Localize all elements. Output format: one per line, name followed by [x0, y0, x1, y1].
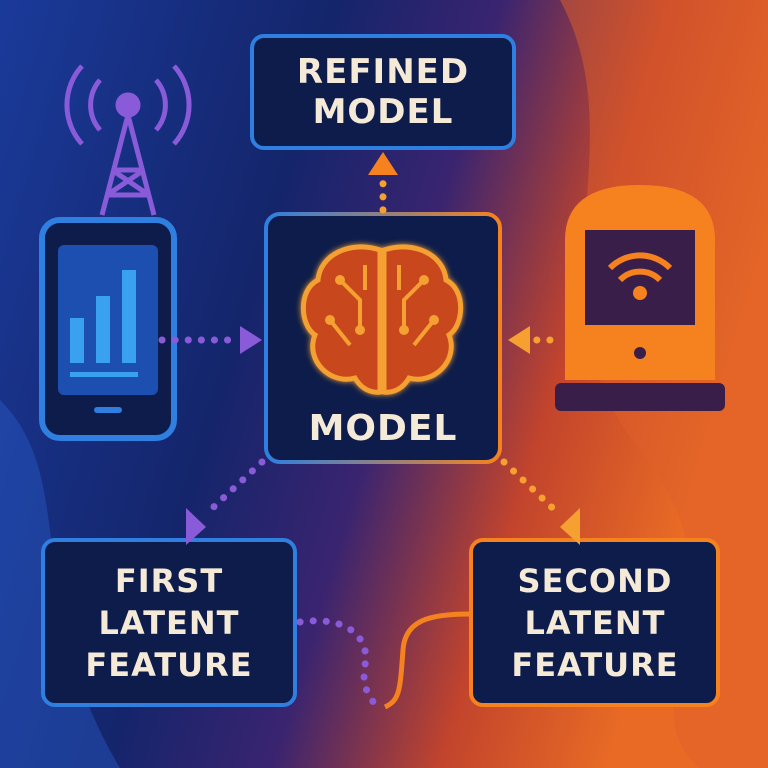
smartphone-signal-icon — [39, 217, 177, 441]
connector-first-latent — [296, 617, 382, 710]
first-latent-line3: FEATURE — [85, 646, 252, 684]
refined-model-label-line2: MODEL — [313, 92, 454, 132]
second-latent-line3: FEATURE — [511, 646, 678, 684]
first-latent-line1: FIRST — [115, 562, 223, 600]
arrow-model-to-first-latent — [201, 458, 266, 519]
model-label: MODEL — [309, 408, 458, 449]
second-latent-feature-box[interactable]: SECOND LATENT FEATURE — [469, 538, 720, 707]
model-box[interactable]: MODEL — [264, 212, 502, 464]
brain-circuit-icon — [300, 244, 464, 395]
refined-model-label-line1: REFINED — [297, 52, 469, 92]
cell-tower-icon — [64, 64, 192, 216]
first-latent-line2: LATENT — [99, 604, 240, 642]
second-latent-line2: LATENT — [525, 604, 666, 642]
refined-model-box[interactable]: REFINED MODEL — [250, 34, 516, 150]
wifi-router-icon — [555, 185, 725, 411]
second-latent-line1: SECOND — [518, 562, 673, 600]
connector-second-latent — [383, 611, 471, 710]
arrow-model-to-second-latent — [500, 458, 564, 519]
arrowheads — [186, 152, 580, 545]
first-latent-feature-box[interactable]: FIRST LATENT FEATURE — [41, 538, 297, 707]
